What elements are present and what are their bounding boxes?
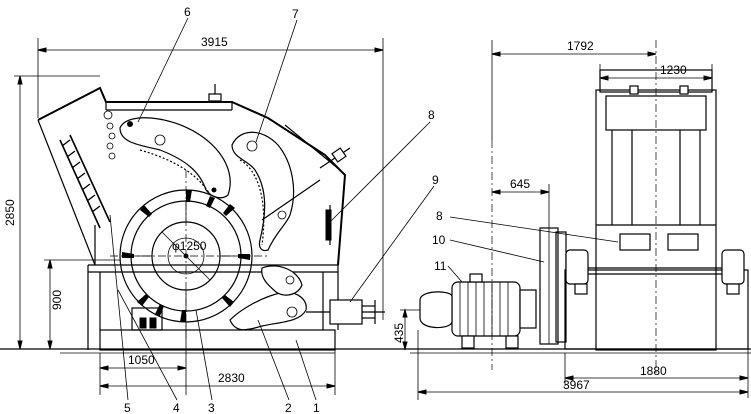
hammer-blades <box>122 190 250 322</box>
callout-6: 6 <box>184 5 191 19</box>
chain <box>103 110 116 160</box>
dim-1230: 1230 <box>660 63 687 77</box>
callout-5: 5 <box>124 401 131 414</box>
breaker-plate-6 <box>119 117 231 199</box>
base-frame <box>87 260 339 351</box>
upper-housing <box>37 84 351 266</box>
dim-3967: 3967 <box>563 378 590 392</box>
dim-435: 435 <box>392 323 406 343</box>
callout-11: 11 <box>434 259 447 273</box>
callout-2: 2 <box>285 401 292 414</box>
dim-2850: 2850 <box>3 199 17 226</box>
callout-7: 7 <box>292 7 299 21</box>
callout-10: 10 <box>432 233 446 247</box>
part-callouts: 6 7 8 9 5 4 3 2 1 8 10 11 <box>124 5 447 414</box>
dim-3915: 3915 <box>201 35 228 49</box>
dim-645: 645 <box>510 177 530 191</box>
side-callout-leaders <box>447 216 619 283</box>
dimension-labels: 3915 2850 φ1250 900 1050 2830 1792 1230 … <box>3 35 687 392</box>
front-dimensions <box>14 38 440 395</box>
dim-1050: 1050 <box>128 353 155 367</box>
breaker-plate-7 <box>231 131 295 252</box>
callout-9: 9 <box>432 173 439 187</box>
dim-1792: 1792 <box>567 39 594 53</box>
callout-4: 4 <box>173 401 180 414</box>
grate-plate <box>229 265 307 331</box>
pulley-10 <box>539 227 567 345</box>
adjusting-device-9 <box>306 299 385 325</box>
callout-leaders <box>109 17 435 401</box>
dim-2830: 2830 <box>218 371 245 385</box>
motor-11 <box>419 273 537 349</box>
callout-8: 8 <box>428 108 435 122</box>
side-frame <box>564 69 749 351</box>
dim-1880: 1880 <box>640 364 667 378</box>
side-dimensions <box>417 40 749 400</box>
dim-900: 900 <box>50 290 64 310</box>
side-view <box>400 40 751 400</box>
front-view <box>0 17 440 401</box>
dim-rotor-diameter: φ1250 <box>172 239 207 253</box>
callout-3: 3 <box>208 401 215 414</box>
rotor <box>119 189 253 323</box>
callout-1: 1 <box>313 401 320 414</box>
callout-8-side: 8 <box>436 209 443 223</box>
